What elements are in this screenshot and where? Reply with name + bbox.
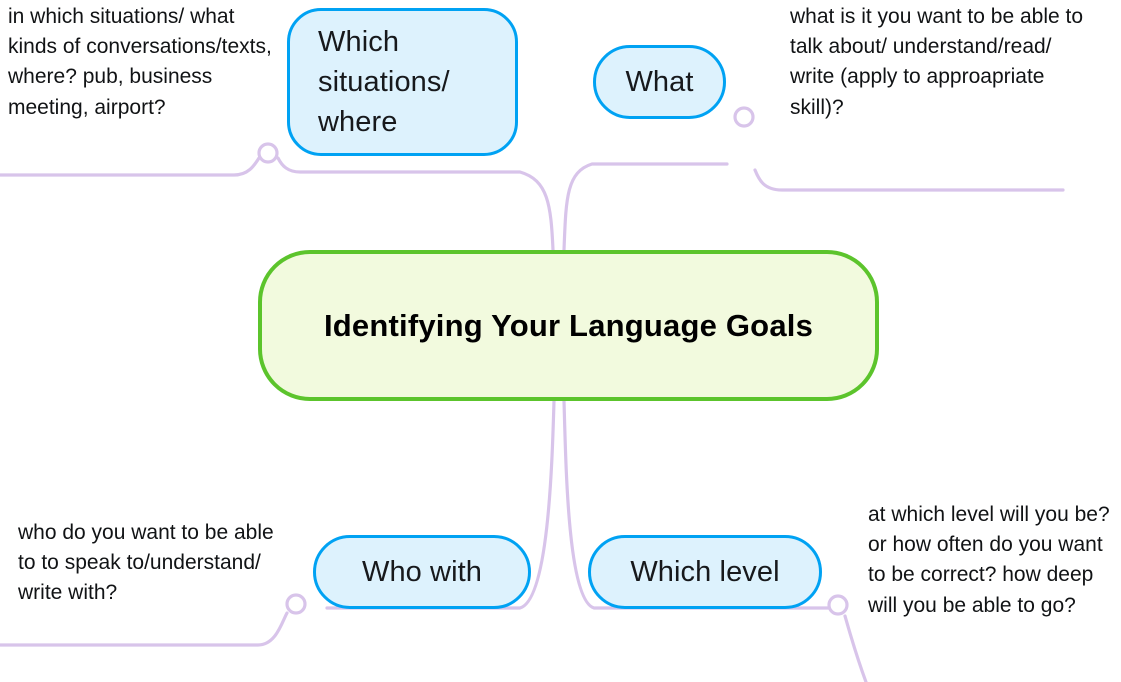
branch-node-what-label: What	[625, 65, 694, 98]
connector-whichlevel-tail	[843, 614, 868, 682]
central-node-label: Identifying Your Language Goals	[323, 307, 814, 343]
annotation-which-level: at which level will you be? or how often…	[868, 503, 1110, 617]
junction-circle-whichlevel	[827, 594, 849, 616]
connector-situations	[276, 156, 555, 252]
annotation-situations: in which situations/ what kinds of conve…	[8, 5, 272, 119]
annotation-who-with: who do you want to be able to to speak t…	[18, 521, 274, 605]
connector-situations-underline	[0, 156, 261, 177]
central-node[interactable]: Identifying Your Language Goals	[258, 250, 879, 401]
annotation-what: what is it you want to be able to talk a…	[790, 5, 1084, 119]
junction-circle-what	[733, 106, 755, 128]
connector-what-underline	[753, 168, 1065, 192]
branch-node-who-with-label: Who with	[361, 555, 483, 588]
branch-node-which-level[interactable]: Which level	[588, 535, 822, 609]
connector-whowith-underline	[0, 611, 289, 647]
branch-node-what[interactable]: What	[593, 45, 726, 119]
connector-what	[562, 162, 729, 252]
branch-node-situations[interactable]: Which situations/ where	[287, 8, 518, 156]
branch-node-who-with[interactable]: Who with	[313, 535, 531, 609]
branch-node-which-level-label: Which level	[630, 555, 780, 588]
branch-node-situations-label: Which situations/ where	[318, 25, 450, 138]
junction-circle-situations	[257, 142, 279, 164]
junction-circle-whowith	[285, 593, 307, 615]
